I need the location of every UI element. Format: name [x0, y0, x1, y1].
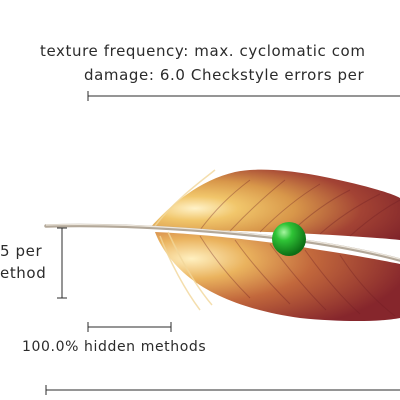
left-label-line-2: ethod	[0, 264, 47, 282]
feather-upper-vane	[150, 169, 400, 240]
damage-label: damage: 6.0 Checkstyle errors per	[84, 66, 365, 84]
feather-barbs	[199, 179, 400, 317]
left-label-line-1: 5 per	[0, 242, 43, 260]
green-marker-ball	[272, 222, 306, 256]
hidden-methods-ruler	[87, 322, 172, 332]
texture-frequency-label: texture frequency: max. cyclomatic com	[40, 42, 366, 60]
feather-shaft	[44, 223, 400, 262]
top-ruler	[87, 91, 400, 101]
bottom-ruler	[45, 385, 400, 395]
hidden-methods-label: 100.0% hidden methods	[22, 339, 207, 355]
feather-lower-vane	[155, 232, 400, 321]
left-ruler	[57, 227, 67, 299]
